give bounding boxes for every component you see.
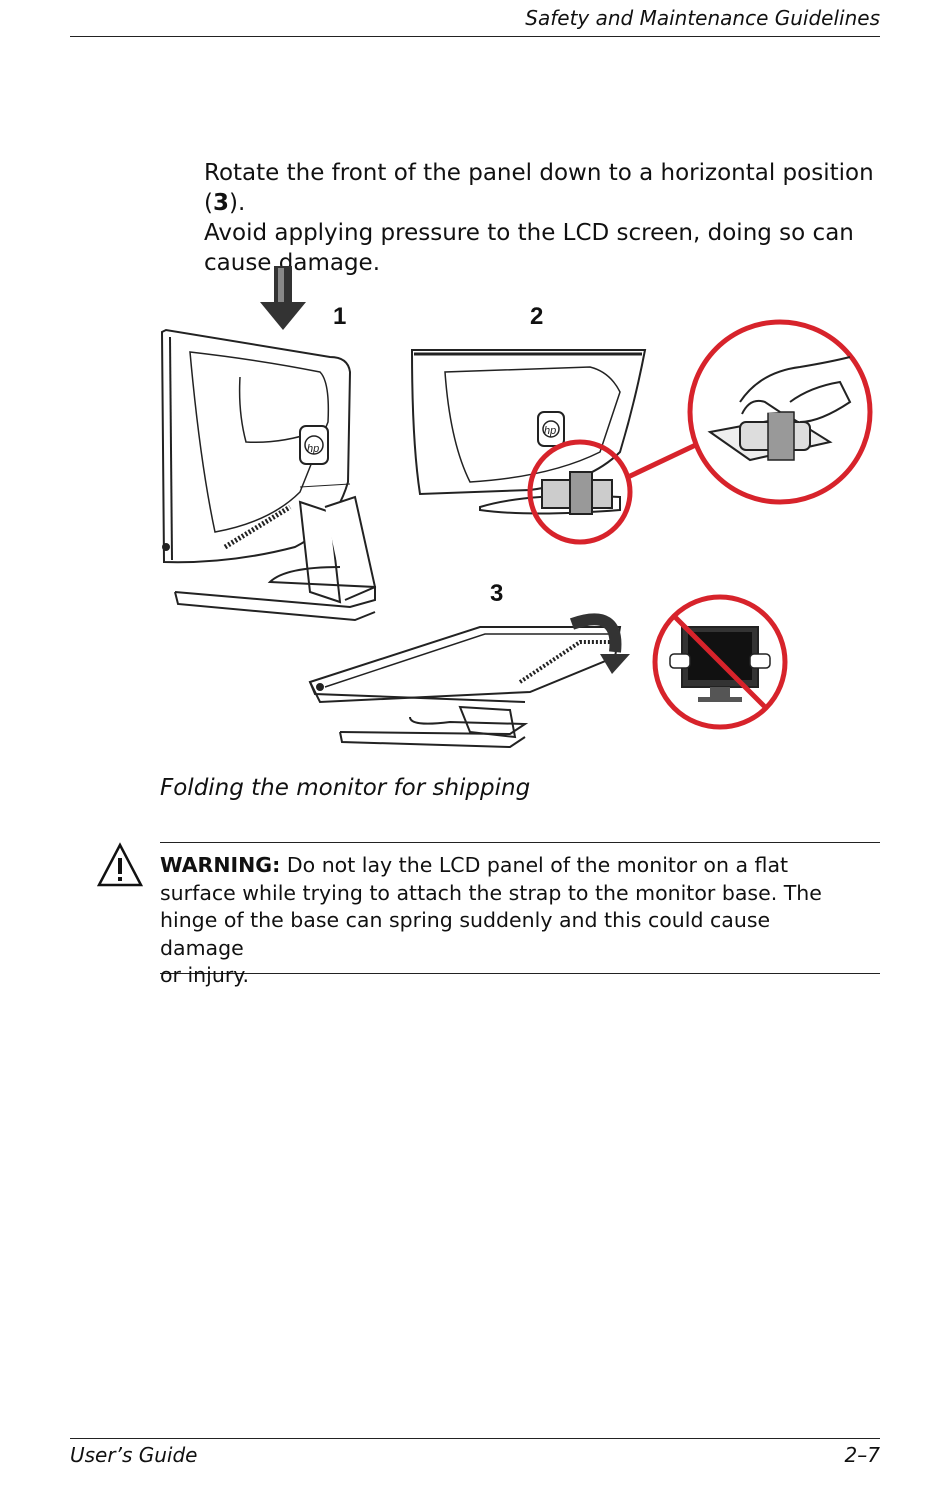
- instruction-line-2: Avoid applying pressure to the LCD scree…: [204, 220, 854, 246]
- page-footer: User’s Guide 2–7: [70, 1438, 880, 1479]
- strap-closeup-illustration: [687, 319, 873, 505]
- step-label-1: 1: [333, 303, 346, 330]
- zoom-highlight-circle: [527, 439, 633, 545]
- monitor-upright-illustration: [160, 328, 377, 622]
- step-label-3: 3: [490, 580, 503, 607]
- warning-box: [160, 842, 880, 974]
- instruction-line-1: Rotate the front of the panel down to a …: [204, 160, 874, 216]
- monitor-folding-figure: 1 2 3 hp hp: [150, 262, 900, 762]
- running-header: Safety and Maintenance Guidelines: [70, 6, 880, 37]
- instruction-line-3: cause damage.: [204, 250, 381, 276]
- section-title: Safety and Maintenance Guidelines: [525, 6, 880, 30]
- warning-text: WARNING: Do not lay the LCD panel of the…: [160, 852, 860, 990]
- step-label-2: 2: [530, 303, 543, 330]
- no-pressure-screen-icon: [652, 594, 788, 730]
- figure-caption: Folding the monitor for shipping: [160, 775, 531, 801]
- page-number: 2–7: [844, 1443, 880, 1467]
- monitor-folded-illustration: [308, 626, 622, 749]
- warning-triangle-icon: [97, 842, 143, 887]
- warning-line-2: surface while trying to attach the strap…: [160, 880, 822, 905]
- warning-line-1: WARNING: Do not lay the LCD panel of the…: [160, 853, 789, 877]
- warning-line-4: or injury.: [160, 963, 250, 987]
- warning-label: WARNING:: [160, 853, 281, 877]
- folding-illustration: 1 2 3 hp hp: [160, 266, 873, 749]
- instruction-paragraph: Rotate the front of the panel down to a …: [204, 158, 894, 278]
- rotate-arrow-icon: [569, 613, 630, 674]
- down-arrow-icon: [260, 266, 306, 330]
- footer-guide-title: User’s Guide: [70, 1443, 198, 1467]
- monitor-strap-illustration: [410, 349, 647, 515]
- hp-logo-text: hp: [544, 425, 556, 437]
- warning-line-3: hinge of the base can spring suddenly an…: [160, 908, 771, 960]
- hp-logo-text: hp: [307, 443, 319, 455]
